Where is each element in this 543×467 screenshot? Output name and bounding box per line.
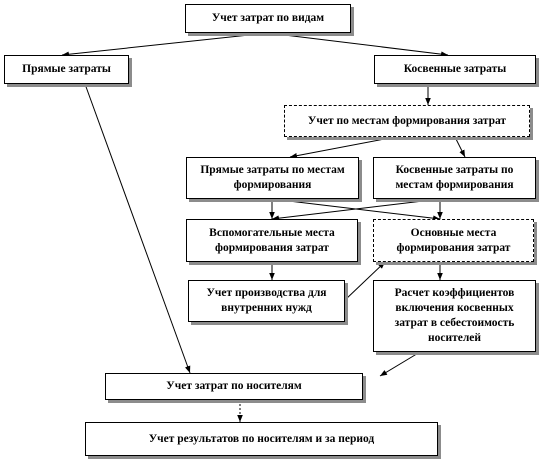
box-internal-production-label: Учет производства для внутренних нужд (206, 287, 327, 314)
box-direct-costs-label: Прямые затраты (22, 63, 111, 75)
box-direct-costs-by-place-label: Прямые затраты по местам формирования (200, 164, 345, 191)
box-cost-by-type: Учет затрат по видам (185, 4, 351, 33)
arrow-indirect-place-to-auxiliary (271, 198, 441, 221)
box-internal-production: Учет производства для внутренних нужд (188, 280, 345, 322)
box-results-by-carrier: Учет результатов по носителям и за перио… (85, 422, 438, 456)
arrow-by-place-to-indirect-place (454, 136, 466, 158)
box-direct-costs-by-place: Прямые затраты по местам формирования (186, 157, 359, 199)
arrow-by-type-to-direct (61, 32, 269, 58)
arrow-by-type-to-indirect (267, 32, 449, 57)
box-results-by-carrier-label: Учет результатов по носителям и за перио… (148, 432, 375, 445)
arrow-coefficients-to-by-carrier (379, 351, 421, 377)
box-auxiliary-cost-centers: Вспомогательные места формирования затра… (186, 219, 358, 262)
box-indirect-costs-label: Косвенные затраты (403, 63, 507, 75)
box-cost-by-carrier-label: Учет затрат по носителям (166, 380, 302, 392)
box-main-cost-centers-label: Основные места формирования затрат (396, 226, 511, 254)
box-cost-by-type-label: Учет затрат по видам (211, 12, 325, 24)
arrow-internal-to-main (344, 261, 386, 301)
box-coefficient-calculation: Расчет коэффициентов включения косвенных… (373, 280, 536, 352)
box-main-cost-centers: Основные места формирования затрат (373, 219, 534, 262)
box-direct-costs: Прямые затраты (4, 55, 129, 84)
box-cost-by-place: Учет по местам формирования затрат (284, 105, 530, 137)
box-cost-by-place-label: Учет по местам формирования затрат (307, 114, 507, 127)
arrow-direct-to-by-carrier (84, 83, 191, 374)
box-indirect-costs-by-place-label: Косвенные затраты по местам формирования (395, 164, 514, 191)
box-coefficient-calculation-label: Расчет коэффициентов включения косвенных… (394, 287, 515, 344)
box-auxiliary-cost-centers-label: Вспомогательные места формирования затра… (209, 226, 335, 254)
box-indirect-costs: Косвенные затраты (374, 55, 536, 84)
box-indirect-costs-by-place: Косвенные затраты по местам формирования (373, 157, 536, 199)
box-cost-by-carrier: Учет затрат по носителям (105, 373, 363, 400)
arrow-by-place-to-direct-place (289, 136, 396, 159)
